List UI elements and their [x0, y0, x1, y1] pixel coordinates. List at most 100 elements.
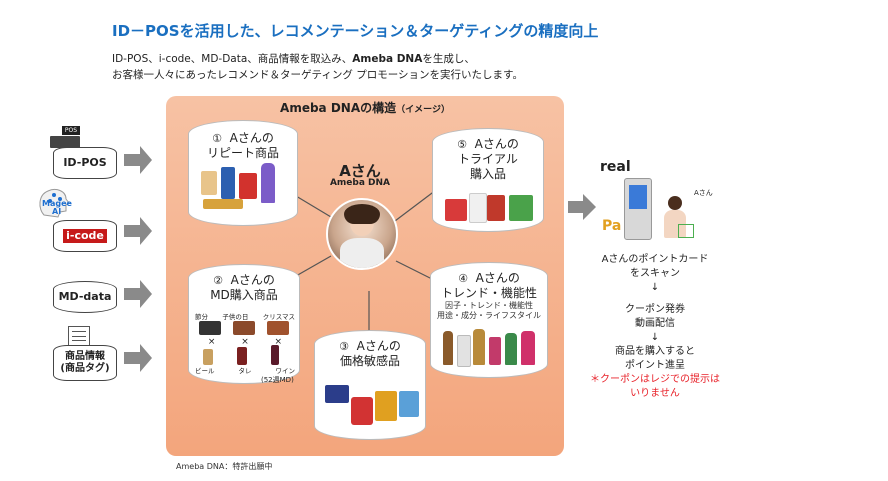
step3a: 商品を購入すると	[615, 346, 695, 357]
md-tag: ワイン	[275, 367, 296, 375]
product-image	[445, 199, 467, 221]
cylinder-repeat-items: ① Aさんの リピート商品	[188, 120, 298, 226]
cyl5-line3: 購入品	[469, 167, 506, 181]
product-image	[261, 163, 275, 203]
svg-text:Magee: Magee	[42, 199, 73, 208]
product-image	[199, 321, 221, 335]
cyl2-line2: MD購入商品	[210, 288, 278, 302]
step-arrow: ↓	[650, 282, 660, 293]
arrow-right-icon	[568, 194, 596, 220]
arrow-right-icon	[124, 217, 152, 245]
intro-line1-bold: Ameba DNA	[352, 53, 423, 65]
product-image	[221, 167, 235, 199]
product-image	[505, 333, 517, 365]
cyl4-small2: 用途・成分・ライフスタイル	[437, 311, 541, 320]
source-id-pos: ID-POS	[53, 147, 117, 179]
product-image	[239, 173, 257, 199]
md-tag: クリスマス	[262, 313, 295, 321]
source-md-data-label: MD-data	[58, 290, 112, 303]
source-md-data: MD-data	[53, 281, 117, 313]
step3b: ポイント進呈	[625, 360, 685, 371]
product-image	[443, 331, 453, 365]
intro-line1-pre: ID-POS、i-code、MD-Data、商品情報を取込み、	[112, 53, 353, 65]
product-image	[351, 397, 373, 425]
magee-ai-icon: Magee AI	[36, 185, 76, 219]
cyl1-line1: Aさんの	[229, 131, 274, 145]
md-note: (52週MD)	[261, 376, 294, 384]
page-title: ID－POSを活用した、レコメンテーション＆ターゲティングの精度向上	[112, 22, 599, 40]
cylinder-trend-items: ④ Aさんの トレンド・機能性 因子・トレンド・機能性 用途・成分・ライフスタイ…	[430, 262, 548, 378]
cross-icon: ×	[207, 337, 216, 347]
brand-real: real	[600, 159, 631, 175]
payback-logo: Pa	[602, 218, 622, 234]
md-tag: タレ	[238, 367, 252, 375]
product-image	[487, 195, 505, 221]
cyl1-line2: リピート商品	[206, 146, 279, 160]
cross-icon: ×	[241, 337, 249, 347]
product-image	[509, 195, 533, 221]
arrow-right-icon	[124, 280, 152, 308]
center-name: Aさん	[339, 162, 381, 180]
product-image	[521, 331, 535, 365]
customer-photo	[326, 198, 398, 270]
product-image	[325, 385, 349, 403]
arrow-right-icon	[124, 344, 152, 372]
step2a: クーポン発券	[625, 304, 685, 315]
step1b: をスキャン	[630, 268, 680, 279]
source-i-code-label: i-code	[63, 229, 107, 243]
right-person-label: Aさん	[694, 189, 713, 197]
shopper-image	[660, 196, 694, 240]
kiosk-image	[624, 178, 652, 240]
step-arrow: ↓	[650, 332, 660, 343]
product-image	[489, 337, 501, 365]
md-tag: ビール	[195, 367, 215, 375]
note2: いりません	[630, 388, 680, 399]
md-tags: 節分 子供の日 クリスマス	[195, 311, 295, 321]
md-tags-2: ビール タレ ワイン	[195, 365, 295, 375]
cyl3-line2: 価格敏感品	[339, 354, 400, 368]
arrow-right-icon	[124, 146, 152, 174]
cross-icon: ×	[274, 337, 283, 347]
step2b: 動画配信	[635, 318, 675, 329]
product-image	[203, 199, 243, 209]
product-image	[203, 349, 213, 365]
panel-title: Ameba DNAの構造（イメージ）	[166, 99, 564, 116]
source-product-info: 商品情報 (商品タグ)	[53, 345, 117, 381]
product-image	[375, 391, 397, 421]
source-arrows	[124, 146, 152, 372]
md-tag: 子供の日	[222, 313, 249, 321]
cyl2-num: ②	[213, 274, 223, 287]
product-image	[271, 345, 279, 365]
footnote: Ameba DNA：特許出願中	[176, 462, 273, 471]
pos-register-icon: POS	[50, 126, 80, 148]
step1a: Aさんのポイントカード	[601, 254, 709, 265]
intro-line1-post: を生成し、	[422, 53, 475, 65]
product-image	[399, 391, 419, 417]
cyl3-line1: Aさんの	[356, 339, 401, 353]
cylinder-price-sensitive: ③ Aさんの 価格敏感品	[314, 330, 426, 440]
cyl4-small1: 因子・トレンド・機能性	[445, 301, 533, 310]
product-image	[237, 347, 247, 365]
product-image	[201, 171, 217, 195]
panel-title-main: Ameba DNAの構造	[280, 101, 397, 115]
cyl2-line1: Aさんの	[230, 273, 275, 287]
cyl5-line1: Aさんの	[474, 137, 519, 151]
intro-text: ID-POS、i-code、MD-Data、商品情報を取込み、Ameba DNA…	[112, 51, 523, 83]
intro-line2: お客様一人々にあったレコメンド＆ターゲティング プロモーションを実行いたします。	[112, 69, 523, 81]
source-id-pos-label: ID-POS	[63, 156, 107, 169]
cyl1-num: ①	[212, 132, 222, 145]
cyl4-line1: Aさんの	[475, 271, 520, 285]
product-image	[267, 321, 289, 335]
center-sub: Ameba DNA	[329, 178, 391, 188]
source-i-code: i-code	[53, 220, 117, 252]
product-image	[233, 321, 255, 335]
svg-text:AI: AI	[52, 207, 61, 216]
product-image	[473, 329, 485, 365]
cyl4-num: ④	[458, 272, 468, 285]
cyl4-line2: トレンド・機能性	[440, 286, 537, 300]
md-tag: 節分	[195, 313, 208, 321]
cylinder-trial-items: ⑤ Aさんの トライアル 購入品	[432, 128, 544, 232]
product-image	[469, 193, 487, 223]
source-product-info-label: 商品情報 (商品タグ)	[60, 351, 110, 374]
cyl5-num: ⑤	[457, 138, 467, 151]
